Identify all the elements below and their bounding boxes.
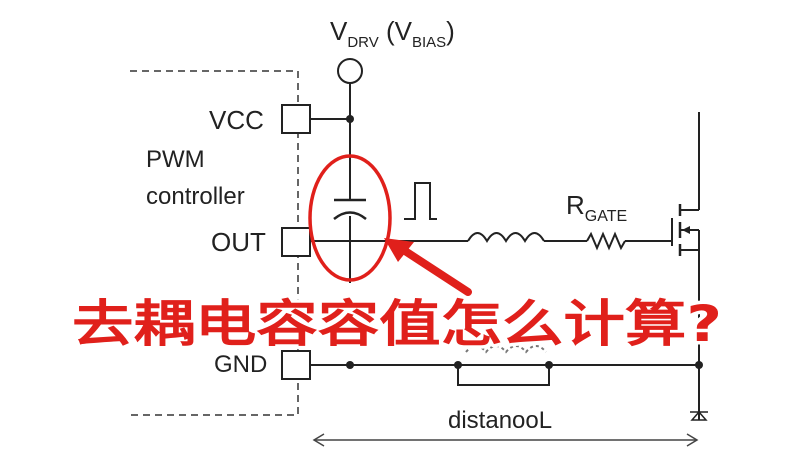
pulse-waveform-icon [404,182,437,220]
out-pin-box [281,227,311,257]
question-caption: 去耦电容容值怎么计算? [72,295,722,353]
gate-resistor [586,231,626,251]
ground-diode-symbol [690,410,708,421]
gnd-junction-4 [695,361,703,369]
trace-inductor [467,232,545,243]
mosfet-symbol [671,204,700,256]
highlight-arrow-head [384,238,414,262]
vcc-junction [346,115,354,123]
rgate-label: RGATE [566,190,627,225]
distance-arrow-right [686,433,699,447]
ground-parasitic-inductor [465,345,547,354]
supply-label: VDRV (VBIAS) [330,16,455,51]
controller-name-line2: controller [146,183,245,210]
distance-arrow-left [312,433,325,447]
distance-label: distanooL [448,407,552,434]
controller-name-line1: PWM [146,146,205,173]
capacitor-highlight-ellipse [308,154,392,282]
out-pin-label: OUT [211,227,266,257]
gnd-pin-box [281,350,311,380]
highlight-arrow-shaft [398,245,472,296]
vcc-pin-box [281,104,311,134]
capacitor-plate-bottom [333,211,367,220]
supply-source-symbol [337,58,363,84]
gnd-pin-label: GND [214,351,267,378]
gnd-junction-1 [346,361,354,369]
vcc-pin-label: VCC [209,105,264,135]
ground-parasitic-loop [457,365,550,386]
